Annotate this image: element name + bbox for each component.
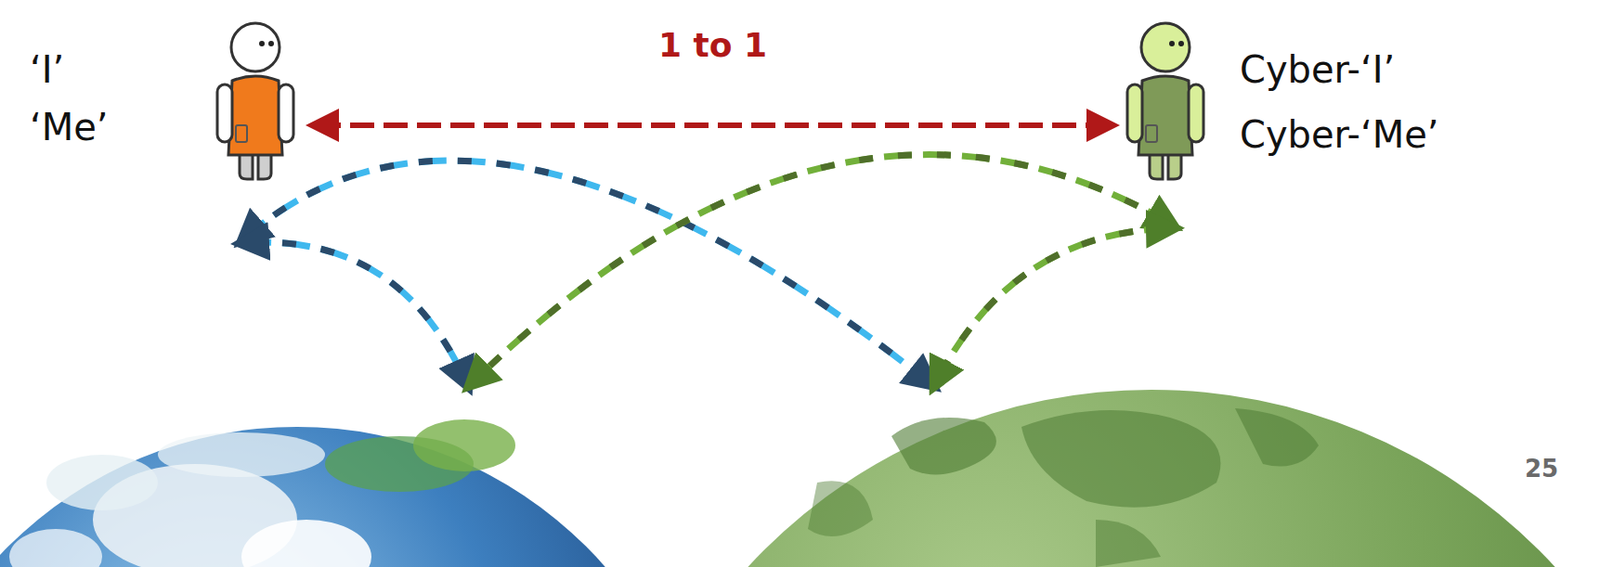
correspondence-arrow	[316, 122, 1109, 129]
identity-label: Cyber-‘I’	[1239, 49, 1395, 91]
identity-label: Cyber-‘Me’	[1239, 114, 1439, 156]
edge-label: 1 to 1	[654, 26, 771, 65]
identity-label: ‘I’	[29, 49, 65, 91]
person-figure	[1114, 13, 1217, 182]
earth-globe	[0, 419, 706, 567]
person-node: Cyber-‘I’ Cyber-‘Me’	[1114, 13, 1505, 182]
page-number: 25	[1524, 455, 1559, 483]
cyber-globe	[603, 390, 1600, 567]
relation-arcs	[243, 155, 1172, 385]
person-node: ‘I’ ‘Me’	[18, 13, 312, 182]
person-figure	[204, 13, 307, 182]
identity-label: ‘Me’	[29, 106, 109, 148]
